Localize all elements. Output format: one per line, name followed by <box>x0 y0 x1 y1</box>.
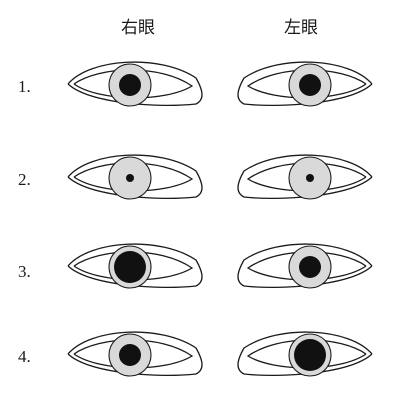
right-pupil-4 <box>119 344 141 366</box>
left-pupil-2 <box>306 174 314 182</box>
right-eye-4 <box>67 331 203 377</box>
right-pupil-1 <box>119 74 141 96</box>
right-pupil-3 <box>114 251 146 283</box>
right-eye-2 <box>67 154 203 200</box>
right-eye-1 <box>67 61 203 107</box>
row-label-2: 2. <box>18 170 31 189</box>
left-eye-4 <box>237 331 373 377</box>
row-label-1: 1. <box>18 77 31 96</box>
left-pupil-1 <box>299 74 321 96</box>
left-eye-1 <box>237 61 373 107</box>
row-label-3: 3. <box>18 262 31 281</box>
left-eye-header: 左眼 <box>284 18 318 38</box>
left-pupil-3 <box>299 256 321 278</box>
row-label-4: 4. <box>18 347 31 366</box>
right-pupil-2 <box>126 174 134 182</box>
right-eye-3 <box>67 243 203 289</box>
right-eye-header: 右眼 <box>121 18 155 38</box>
left-eye-2 <box>237 154 373 200</box>
left-eye-3 <box>237 243 373 289</box>
left-pupil-4 <box>294 339 326 371</box>
